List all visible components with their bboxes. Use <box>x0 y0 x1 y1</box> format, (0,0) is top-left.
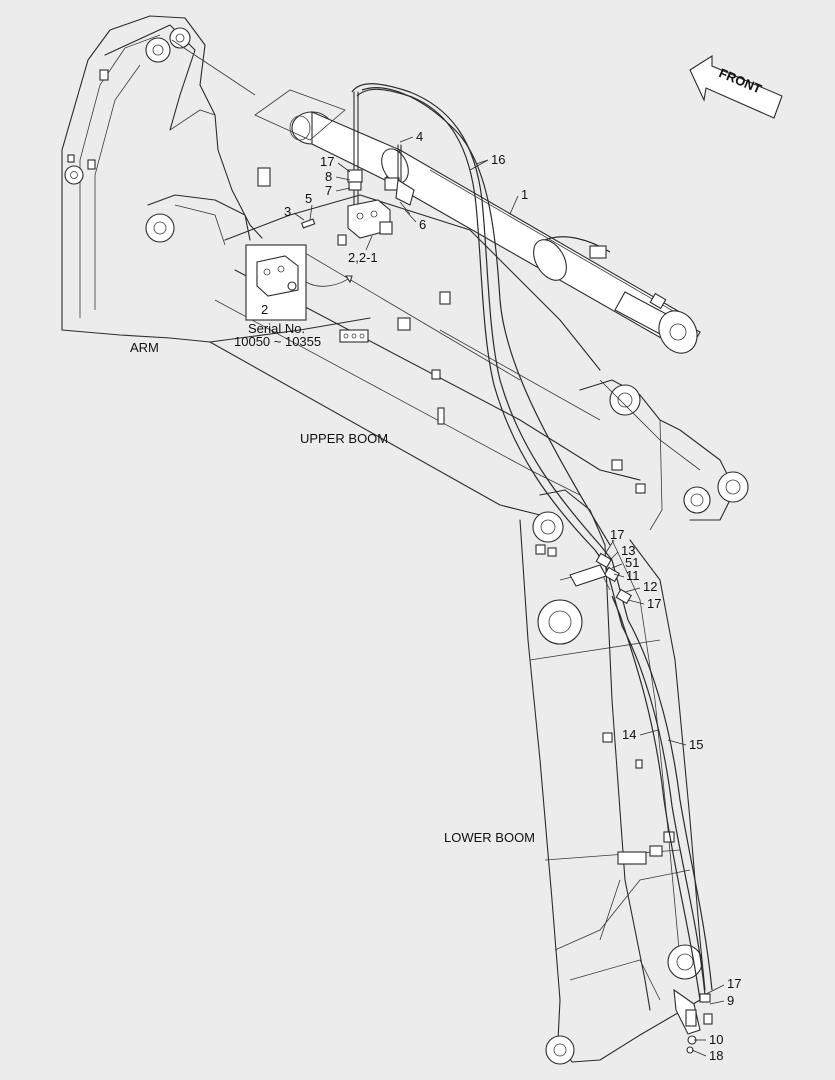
callout-1: 1 <box>521 187 528 202</box>
callout-17-mid-b: 17 <box>647 596 661 611</box>
callout-16: 16 <box>491 152 505 167</box>
boom-cylinder <box>254 89 701 354</box>
callout-17-mid-a: 17 <box>610 527 624 542</box>
callout-3: 3 <box>284 204 291 219</box>
bracket-plate <box>339 329 369 343</box>
inset-part-label: 2 <box>261 302 268 317</box>
callout-17-top: 17 <box>320 154 334 169</box>
serial-no-title: Serial No. <box>248 321 305 336</box>
lower-boom-structure <box>519 489 706 1065</box>
callout-15: 15 <box>689 737 703 752</box>
valve-block-assembly <box>300 91 415 239</box>
callout-17-bottom: 17 <box>727 976 741 991</box>
callout-11: 11 <box>626 568 640 583</box>
callout-12: 12 <box>643 579 657 594</box>
callout-13: 13 <box>621 543 635 558</box>
bottom-fittings <box>673 988 713 1054</box>
callout-6: 6 <box>419 217 426 232</box>
upper-boom-structure <box>209 194 749 531</box>
callout-2-2-1: 2,2-1 <box>348 250 378 265</box>
callout-7: 7 <box>325 183 332 198</box>
callout-numbers: 1 16 4 17 8 7 5 3 6 2,2-1 17 13 51 11 12… <box>284 129 741 1063</box>
serial-inset: 2 Serial No. 10050 ~ 10355 <box>234 244 353 349</box>
callout-5: 5 <box>305 191 312 206</box>
arm-label: ARM <box>130 340 159 355</box>
callout-10: 10 <box>709 1032 723 1047</box>
callout-8: 8 <box>325 169 332 184</box>
callout-51: 51 <box>625 555 639 570</box>
callout-18: 18 <box>709 1048 723 1063</box>
callout-4: 4 <box>416 129 423 144</box>
arm-structure <box>61 15 271 343</box>
callout-14: 14 <box>622 727 636 742</box>
callout-9: 9 <box>727 993 734 1008</box>
upper-boom-label: UPPER BOOM <box>300 431 388 446</box>
front-direction-arrow: FRONT <box>689 54 783 119</box>
leader-lines <box>293 136 725 1057</box>
hoses <box>351 83 713 1001</box>
lower-boom-label: LOWER BOOM <box>444 830 535 845</box>
serial-no-range: 10050 ~ 10355 <box>234 334 321 349</box>
